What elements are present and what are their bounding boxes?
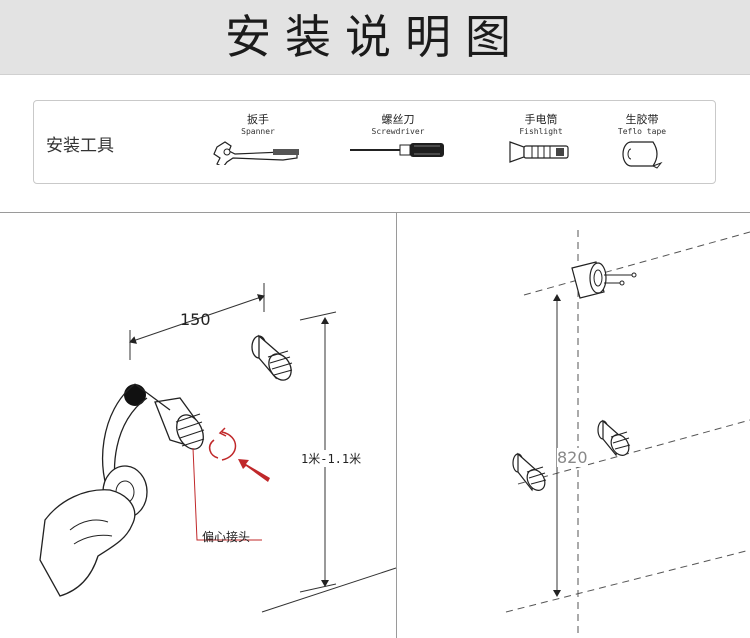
hand <box>39 489 136 597</box>
tool-screwdriver: 螺丝刀 Screwdriver <box>338 113 458 161</box>
tool-tape: 生胶带 Teflo tape <box>582 113 702 169</box>
section-divider-horizontal <box>0 212 750 213</box>
right-wall-lines <box>505 230 750 638</box>
tools-section-label: 安装工具 <box>46 136 114 156</box>
spanner-icon <box>213 141 299 165</box>
page-title: 安装说明图 <box>225 10 525 64</box>
rotation-arrow <box>208 427 237 461</box>
eccentric-connector-label: 偏心接头 <box>202 530 251 544</box>
pointer-arrow <box>238 459 270 482</box>
tool-name-en: Screwdriver <box>371 127 425 136</box>
callout-leader <box>192 447 262 541</box>
tape-roll-icon <box>622 141 663 169</box>
screwdriver-icon <box>350 143 444 157</box>
eccentric-fitting-left <box>154 397 205 450</box>
height-value-label: 820 <box>557 448 588 467</box>
tool-name-en: Spanner <box>241 127 275 136</box>
tool-name-cn: 生胶带 <box>625 113 659 126</box>
spacing-dimension <box>129 283 265 360</box>
tool-spanner: 扳手 Spanner <box>198 113 318 165</box>
fitting-right-panel-right <box>597 419 631 457</box>
height-range-label: 1米-1.1米 <box>301 450 362 467</box>
tool-name-en: Teflo tape <box>617 127 667 136</box>
flashlight-icon <box>509 141 569 163</box>
fitting-right-panel-left <box>512 452 547 492</box>
tool-name-en: Fishlight <box>519 127 563 136</box>
tool-name-cn: 手电筒 <box>524 113 558 126</box>
tools-panel: 安装工具 扳手 Spanner 螺丝刀 Screwdriver 手电筒 Fish… <box>33 100 716 184</box>
tool-flashlight: 手电筒 Fishlight <box>481 113 601 165</box>
spacing-label: 150 <box>180 310 211 329</box>
section-divider-vertical <box>396 212 397 638</box>
title-banner: 安装说明图 <box>0 0 750 75</box>
eccentric-fitting-right <box>251 334 293 381</box>
tool-name-cn: 螺丝刀 <box>381 113 415 126</box>
tool-name-cn: 扳手 <box>247 113 269 126</box>
left-wall-line <box>261 567 397 613</box>
wall-flange <box>571 261 637 299</box>
